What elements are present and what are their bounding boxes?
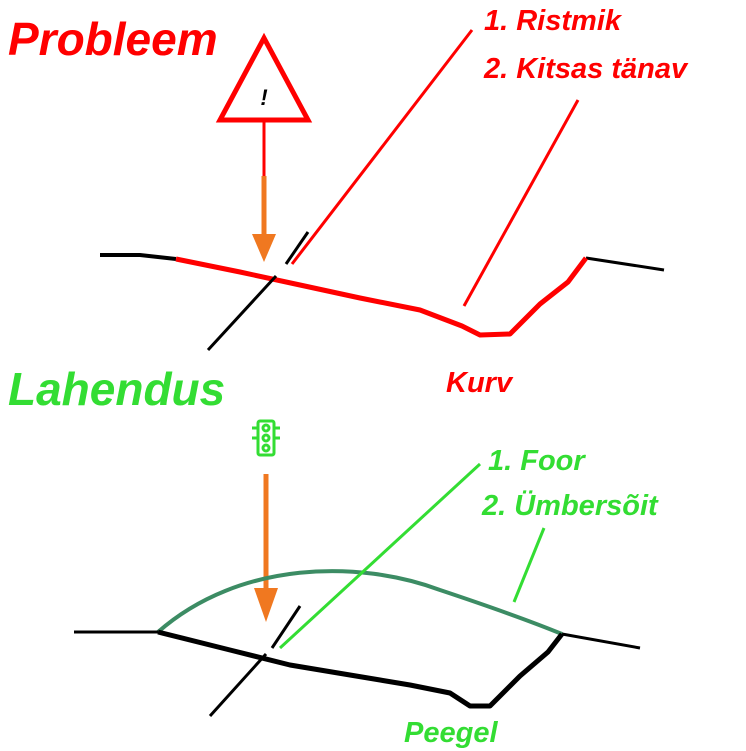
pointer-line-foor <box>278 462 482 650</box>
solution-road-right <box>561 632 641 650</box>
solution-down-arrow <box>254 474 278 622</box>
problem-road-left <box>100 253 177 261</box>
problem-cross-street-lower <box>206 274 278 352</box>
problem-item-1: 1. Ristmik <box>484 5 623 37</box>
traffic-light-icon <box>252 419 280 457</box>
pointer-line-umbersoit <box>512 527 546 603</box>
solution-cross-street-lower <box>208 652 268 718</box>
detour-arc <box>156 569 563 636</box>
problem-road-section <box>175 256 588 338</box>
problem-road-right <box>585 256 665 272</box>
problem-title: Probleem <box>8 13 218 65</box>
problem-down-arrow <box>252 176 276 262</box>
warning-triangle-icon: ! <box>215 32 313 123</box>
warning-symbol: ! <box>260 85 267 110</box>
problem-item-2: 2. Kitsas tänav <box>483 53 689 85</box>
solution-road-section <box>157 629 564 709</box>
curve-label: Kurv <box>446 367 514 399</box>
solution-item-1: 1. Foor <box>488 445 586 477</box>
mirror-label: Peegel <box>404 717 498 749</box>
problem-cross-street-upper <box>284 231 310 265</box>
solution-title: Lahendus <box>8 363 225 415</box>
pointer-line-kitsas-tanav <box>462 99 580 307</box>
solution-cross-street-upper <box>270 605 302 649</box>
pointer-line-ristmik <box>290 29 474 265</box>
solution-item-2: 2. Ümbersõit <box>481 489 659 522</box>
